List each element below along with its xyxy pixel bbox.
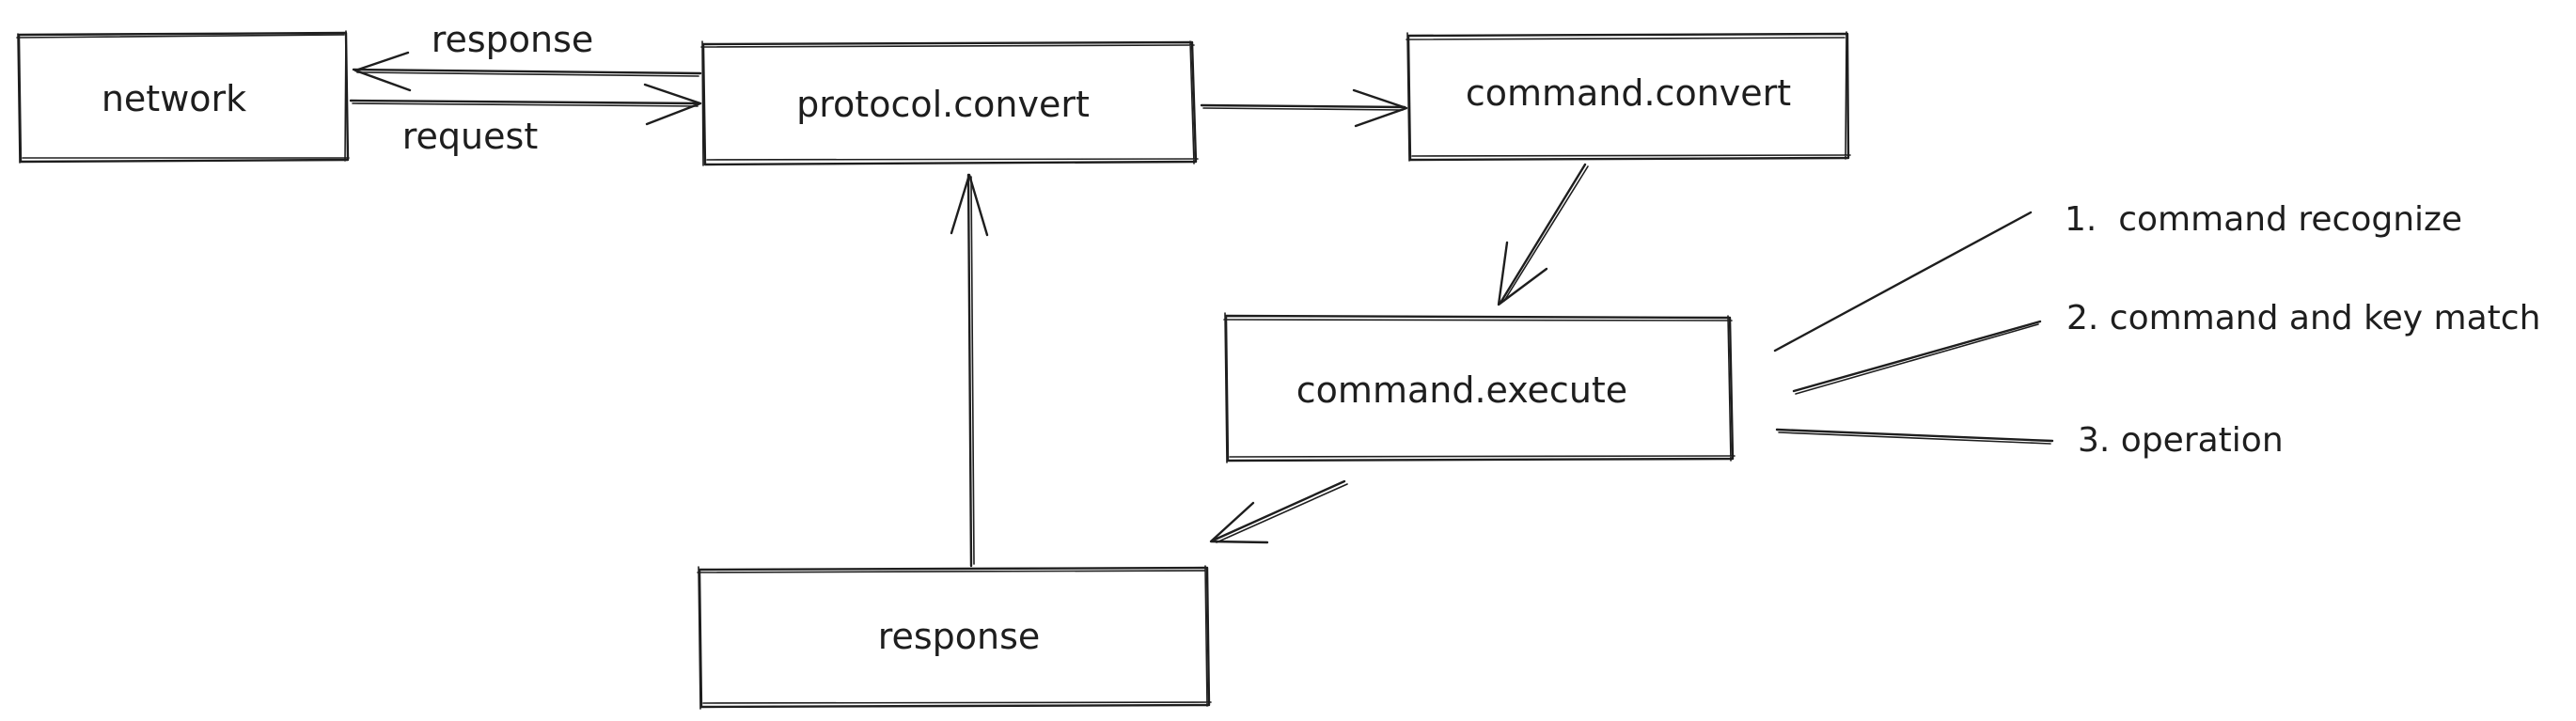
- arrow-response-to-protocol: [950, 173, 989, 568]
- node-protocol-convert: protocol.convert: [700, 40, 1199, 166]
- arrow-request-to-protocol: request: [349, 83, 702, 157]
- node-network-label: network: [102, 78, 246, 119]
- note-line-3: [1775, 428, 2054, 443]
- node-command-convert: command.convert: [1406, 31, 1851, 162]
- node-response: response: [697, 565, 1212, 710]
- node-command-convert-label: command.convert: [1466, 72, 1791, 114]
- edge-request-label: request: [402, 116, 538, 157]
- note-operation: 3. operation: [2078, 421, 2284, 460]
- arrow-command-convert-to-execute: [1497, 163, 1589, 306]
- note-line-2: [1792, 320, 2042, 393]
- annotation-lines: [1773, 211, 2054, 445]
- edge-response-label: response: [432, 19, 594, 60]
- node-protocol-convert-label: protocol.convert: [796, 84, 1090, 125]
- note-line-1: [1773, 211, 2033, 353]
- arrow-execute-to-response: [1209, 479, 1348, 544]
- node-command-execute-label: command.execute: [1296, 369, 1627, 411]
- node-command-execute: command.execute: [1223, 312, 1736, 463]
- arrow-response-to-network: response: [352, 19, 702, 92]
- node-response-label: response: [878, 616, 1041, 657]
- note-command-recognize: 1. command recognize: [2065, 200, 2462, 239]
- arrow-protocol-to-command-convert: [1200, 88, 1408, 128]
- note-command-key-match: 2. command and key match: [2066, 299, 2540, 337]
- node-network: network: [16, 30, 350, 164]
